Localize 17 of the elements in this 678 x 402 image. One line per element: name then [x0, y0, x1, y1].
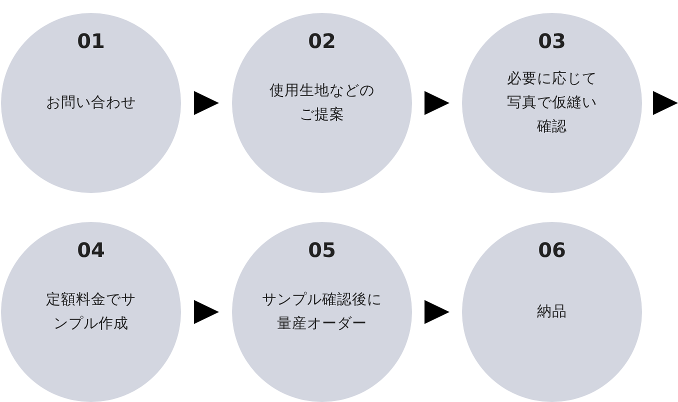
arrow	[653, 91, 678, 115]
step-label: お問い合わせ	[45, 94, 137, 113]
arrow	[194, 91, 219, 115]
step-label: 使用生地などのご提案	[268, 82, 376, 125]
step-label: 納品	[536, 303, 568, 322]
step-label: 定額料金でサンプル作成	[45, 290, 137, 334]
arrow	[194, 300, 219, 324]
step-number: 05	[307, 238, 337, 262]
step-number: 06	[537, 238, 567, 262]
step-number: 04	[76, 238, 106, 262]
step-number: 02	[307, 29, 337, 53]
step-label: サンプル確認後に量産オーダー	[261, 290, 383, 334]
step-number: 01	[76, 29, 106, 53]
step-label: 必要に応じて写真で仮縫い確認	[506, 70, 598, 137]
arrow	[424, 300, 450, 324]
step-number: 03	[537, 29, 567, 53]
arrow	[424, 91, 450, 115]
